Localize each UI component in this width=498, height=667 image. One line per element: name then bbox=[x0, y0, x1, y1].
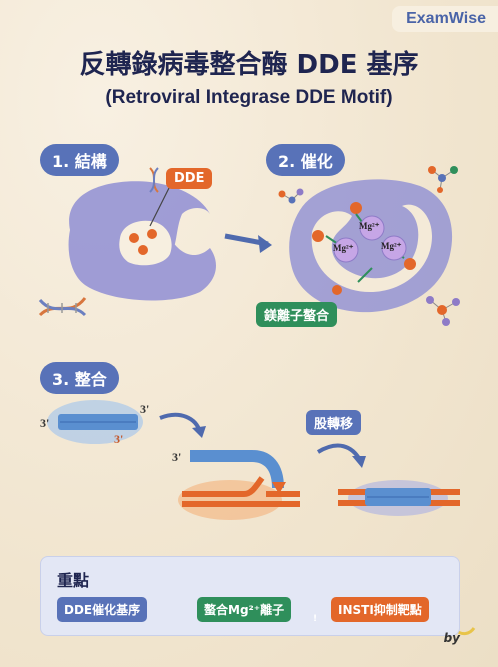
dde-tag: DDE bbox=[166, 168, 213, 189]
key-points-title: 重點 bbox=[57, 571, 90, 590]
three-prime-label: 3' bbox=[114, 432, 124, 446]
three-prime-label: 3' bbox=[172, 450, 182, 464]
mg-ion-label: Mg²⁺ bbox=[359, 221, 380, 231]
molecule-icon bbox=[278, 188, 304, 204]
dna-helix-icon bbox=[38, 297, 87, 317]
chelation-tag: 鎂離子螯合 bbox=[256, 302, 338, 327]
step-integration: 3. 整合 bbox=[40, 362, 119, 394]
dna-icon bbox=[149, 167, 159, 193]
enzyme-structure bbox=[68, 181, 216, 301]
key-points-box: 重點 DDE催化基序 螯合Mg²⁺離子 INSTI抑制靶點 bbox=[40, 556, 460, 636]
step-structure: 1. 結構 bbox=[40, 144, 119, 176]
target-dna-insertion bbox=[178, 450, 300, 520]
integrated-dna bbox=[338, 480, 460, 516]
key-chip-mg: 螯合Mg²⁺離子 bbox=[197, 597, 292, 622]
mg-ion-label: Mg²⁺ bbox=[381, 241, 402, 251]
molecule-icon bbox=[428, 166, 458, 193]
step-catalysis: 2. 催化 bbox=[266, 144, 345, 176]
three-prime-label: 3' bbox=[140, 402, 150, 416]
byline: by bbox=[443, 631, 460, 645]
warning-mark: ! bbox=[313, 614, 318, 624]
strand-transfer-tag: 股轉移 bbox=[306, 410, 362, 435]
catalytic-site bbox=[289, 179, 453, 313]
molecule-icon bbox=[426, 296, 460, 326]
viral-dna bbox=[47, 400, 143, 444]
mg-ion-label: Mg²⁺ bbox=[333, 243, 354, 253]
three-prime-label: 3' bbox=[40, 416, 50, 430]
key-chip-dde: DDE催化基序 bbox=[57, 597, 148, 622]
key-chip-insti: INSTI抑制靶點 bbox=[331, 597, 429, 622]
brand-logo: ExamWise bbox=[392, 6, 498, 32]
page-subtitle: (Retroviral Integrase DDE Motif) bbox=[105, 87, 393, 108]
page-title: 反轉錄病毒整合酶 DDE 基序 bbox=[79, 50, 419, 80]
